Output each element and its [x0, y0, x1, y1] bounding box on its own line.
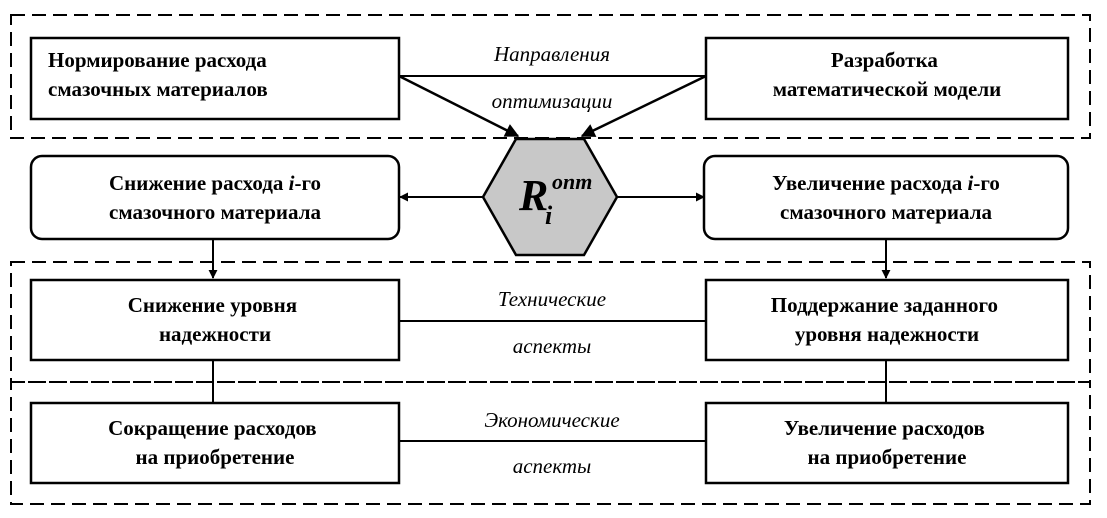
increase-consumption-box [702, 154, 1070, 241]
svg-text:Нормирование расхода смазо: Нормирование расхода смазочных материало… [48, 48, 272, 101]
decrease-italic-i: i [289, 171, 295, 195]
reliability-decrease-line1: Снижение уровня [128, 293, 297, 317]
optimal-ratio-symbol: R [518, 171, 548, 220]
cost-reduction-box [29, 401, 401, 485]
norm-consumption-line1: Нормирование расхода [48, 48, 267, 72]
cost-increase-box [704, 401, 1070, 485]
technical-caption-line2: аспекты [513, 334, 592, 358]
optimal-ratio-superscript: опт [552, 169, 592, 194]
svg-text:Сокращение расходов на при: Сокращение расходов на приобретение [108, 416, 322, 469]
arrow-right-to-center [580, 74, 707, 138]
increase-prefix: Увеличение расхода [772, 171, 967, 195]
svg-text:Снижение уровня надежности: Снижение уровня надежности [128, 293, 303, 346]
optimal-ratio-hexagon [481, 137, 619, 257]
reliability-decrease-line2: надежности [159, 322, 271, 346]
decrease-consumption-box [29, 154, 401, 241]
reliability-maintain-box [704, 278, 1070, 362]
decrease-prefix: Снижение расхода [109, 171, 289, 195]
reliability-decrease-box [29, 278, 401, 362]
economic-caption-line2: аспекты [513, 454, 592, 478]
decrease-suffix: -го [294, 171, 321, 195]
cost-reduction-line2: на приобретение [136, 445, 295, 469]
math-model-line1: Разработка [831, 48, 938, 72]
math-model-box [704, 36, 1070, 121]
norm-consumption-box [29, 36, 401, 121]
svg-text:Поддержание заданного уров: Поддержание заданного уровня надежности [771, 293, 1004, 346]
cost-reduction-line1: Сокращение расходов [108, 416, 317, 440]
svg-text:Разработка математической: Разработка математической модели [773, 48, 1001, 101]
norm-consumption-line2: смазочных материалов [48, 77, 268, 101]
svg-text:Снижение расхода i-го: Снижение расхода i-го [109, 171, 321, 195]
increase-line2: смазочного материала [780, 200, 992, 224]
increase-italic-i: i [968, 171, 974, 195]
optimization-group-frame [10, 14, 1091, 139]
optimal-ratio-subscript: i [545, 201, 553, 230]
decrease-line2: смазочного материала [109, 200, 321, 224]
optimization-caption-line2: оптимизации [492, 89, 613, 113]
reliability-maintain-line2: уровня надежности [795, 322, 979, 346]
svg-text:Увеличение расхода i-го: Увеличение расхода i-го [772, 171, 1000, 195]
increase-suffix: -го [973, 171, 1000, 195]
economic-group-frame [10, 381, 1091, 505]
svg-text:Увеличение расходов на при: Увеличение расходов на приобретение [784, 416, 990, 469]
cost-increase-line2: на приобретение [808, 445, 967, 469]
arrow-left-to-center [398, 74, 520, 138]
optimization-caption-line1: Направления [493, 42, 610, 66]
cost-increase-line1: Увеличение расходов [784, 416, 985, 440]
economic-caption-line1: Экономические [484, 408, 619, 432]
technical-group-frame [10, 261, 1091, 383]
technical-caption-line1: Технические [498, 287, 606, 311]
math-model-line2: математической модели [773, 77, 1001, 101]
reliability-maintain-line1: Поддержание заданного [771, 293, 998, 317]
